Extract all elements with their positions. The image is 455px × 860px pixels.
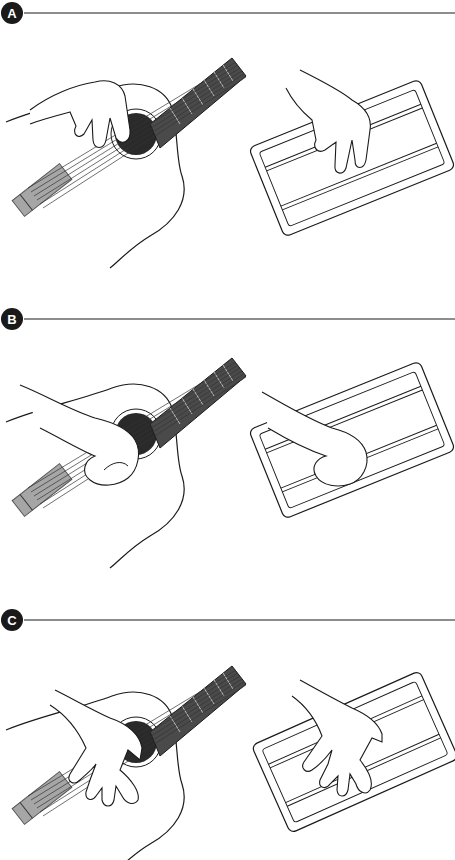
section-letter: C [7, 614, 16, 627]
section-letter: A [7, 7, 16, 20]
section-letter-circle: A [1, 2, 23, 24]
section-letter-circle: B [1, 308, 23, 330]
section-letter-circle: C [1, 609, 23, 631]
section-letter: B [7, 313, 16, 326]
